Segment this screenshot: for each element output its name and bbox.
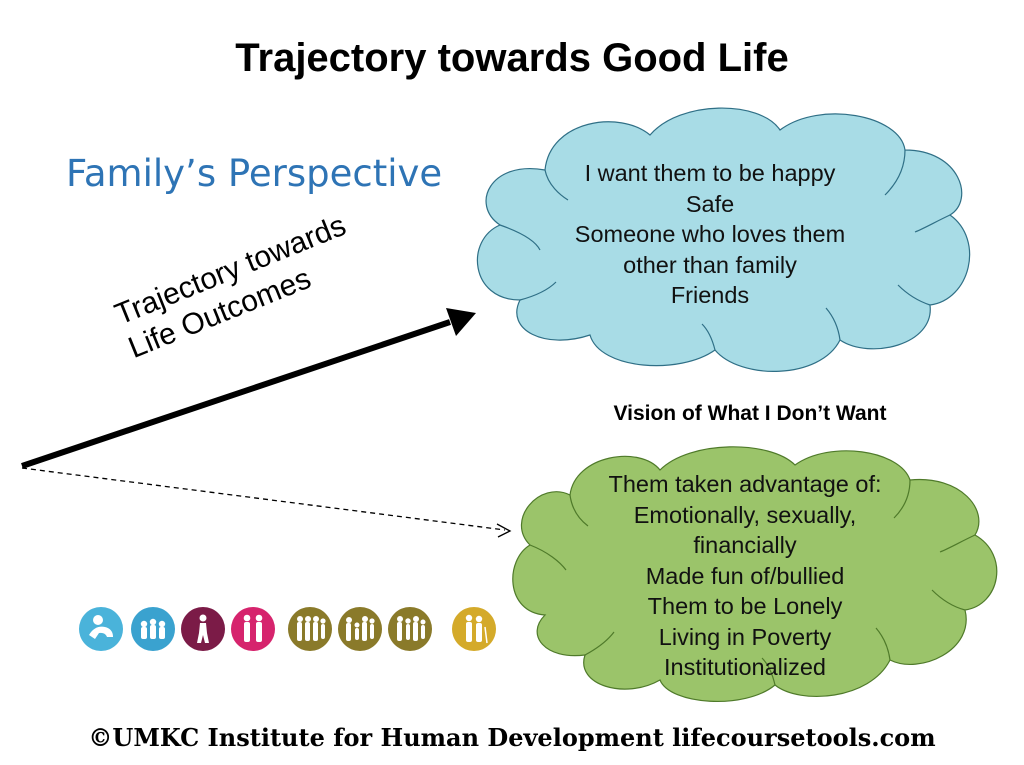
baby-icon — [79, 607, 123, 651]
page-title: Trajectory towards Good Life — [235, 36, 789, 80]
good-life-line: Friends — [670, 282, 750, 308]
dont-want-cloud — [512, 446, 998, 702]
alternate-trajectory-arrow — [21, 467, 512, 538]
dont-want-line: Institutionalized — [664, 654, 826, 680]
adults-group-icon — [288, 607, 332, 651]
good-life-line: Someone who loves them — [574, 221, 846, 247]
dont-want-line: financially — [693, 532, 797, 558]
life-stage-icons — [78, 605, 498, 655]
trajectory-arrow — [21, 308, 476, 469]
good-life-line: Safe — [685, 190, 735, 217]
life-stage-icons-svg — [79, 607, 496, 651]
adult-group-icon — [388, 607, 432, 651]
young-adults-icon — [231, 607, 275, 651]
good-life-line: other than family — [623, 251, 797, 278]
dont-want-heading: Vision of What I Don’t Want — [613, 402, 887, 425]
dont-want-line: Them taken advantage of: — [608, 471, 882, 497]
dont-want-line: Emotionally, sexually, — [633, 501, 857, 528]
elderly-icon — [452, 607, 496, 651]
dont-want-line: Living in Poverty — [658, 623, 832, 650]
children-icon — [131, 607, 175, 651]
dont-want-cloud-text: Them taken advantage of: Emotionally, se… — [560, 469, 930, 683]
dont-want-line: Them to be Lonely — [647, 593, 843, 619]
family-group-icon — [338, 607, 382, 651]
dont-want-line: Made fun of/bullied — [645, 562, 845, 589]
perspective-label: Family’s Perspective — [66, 152, 443, 195]
copyright-footer: ©UMKC Institute for Human Development li… — [88, 723, 936, 752]
teen-icon — [181, 607, 225, 651]
good-life-cloud — [476, 107, 971, 372]
good-life-cloud-text: I want them to be happy Safe Someone who… — [540, 158, 880, 311]
good-life-line: I want them to be happy — [584, 160, 836, 186]
